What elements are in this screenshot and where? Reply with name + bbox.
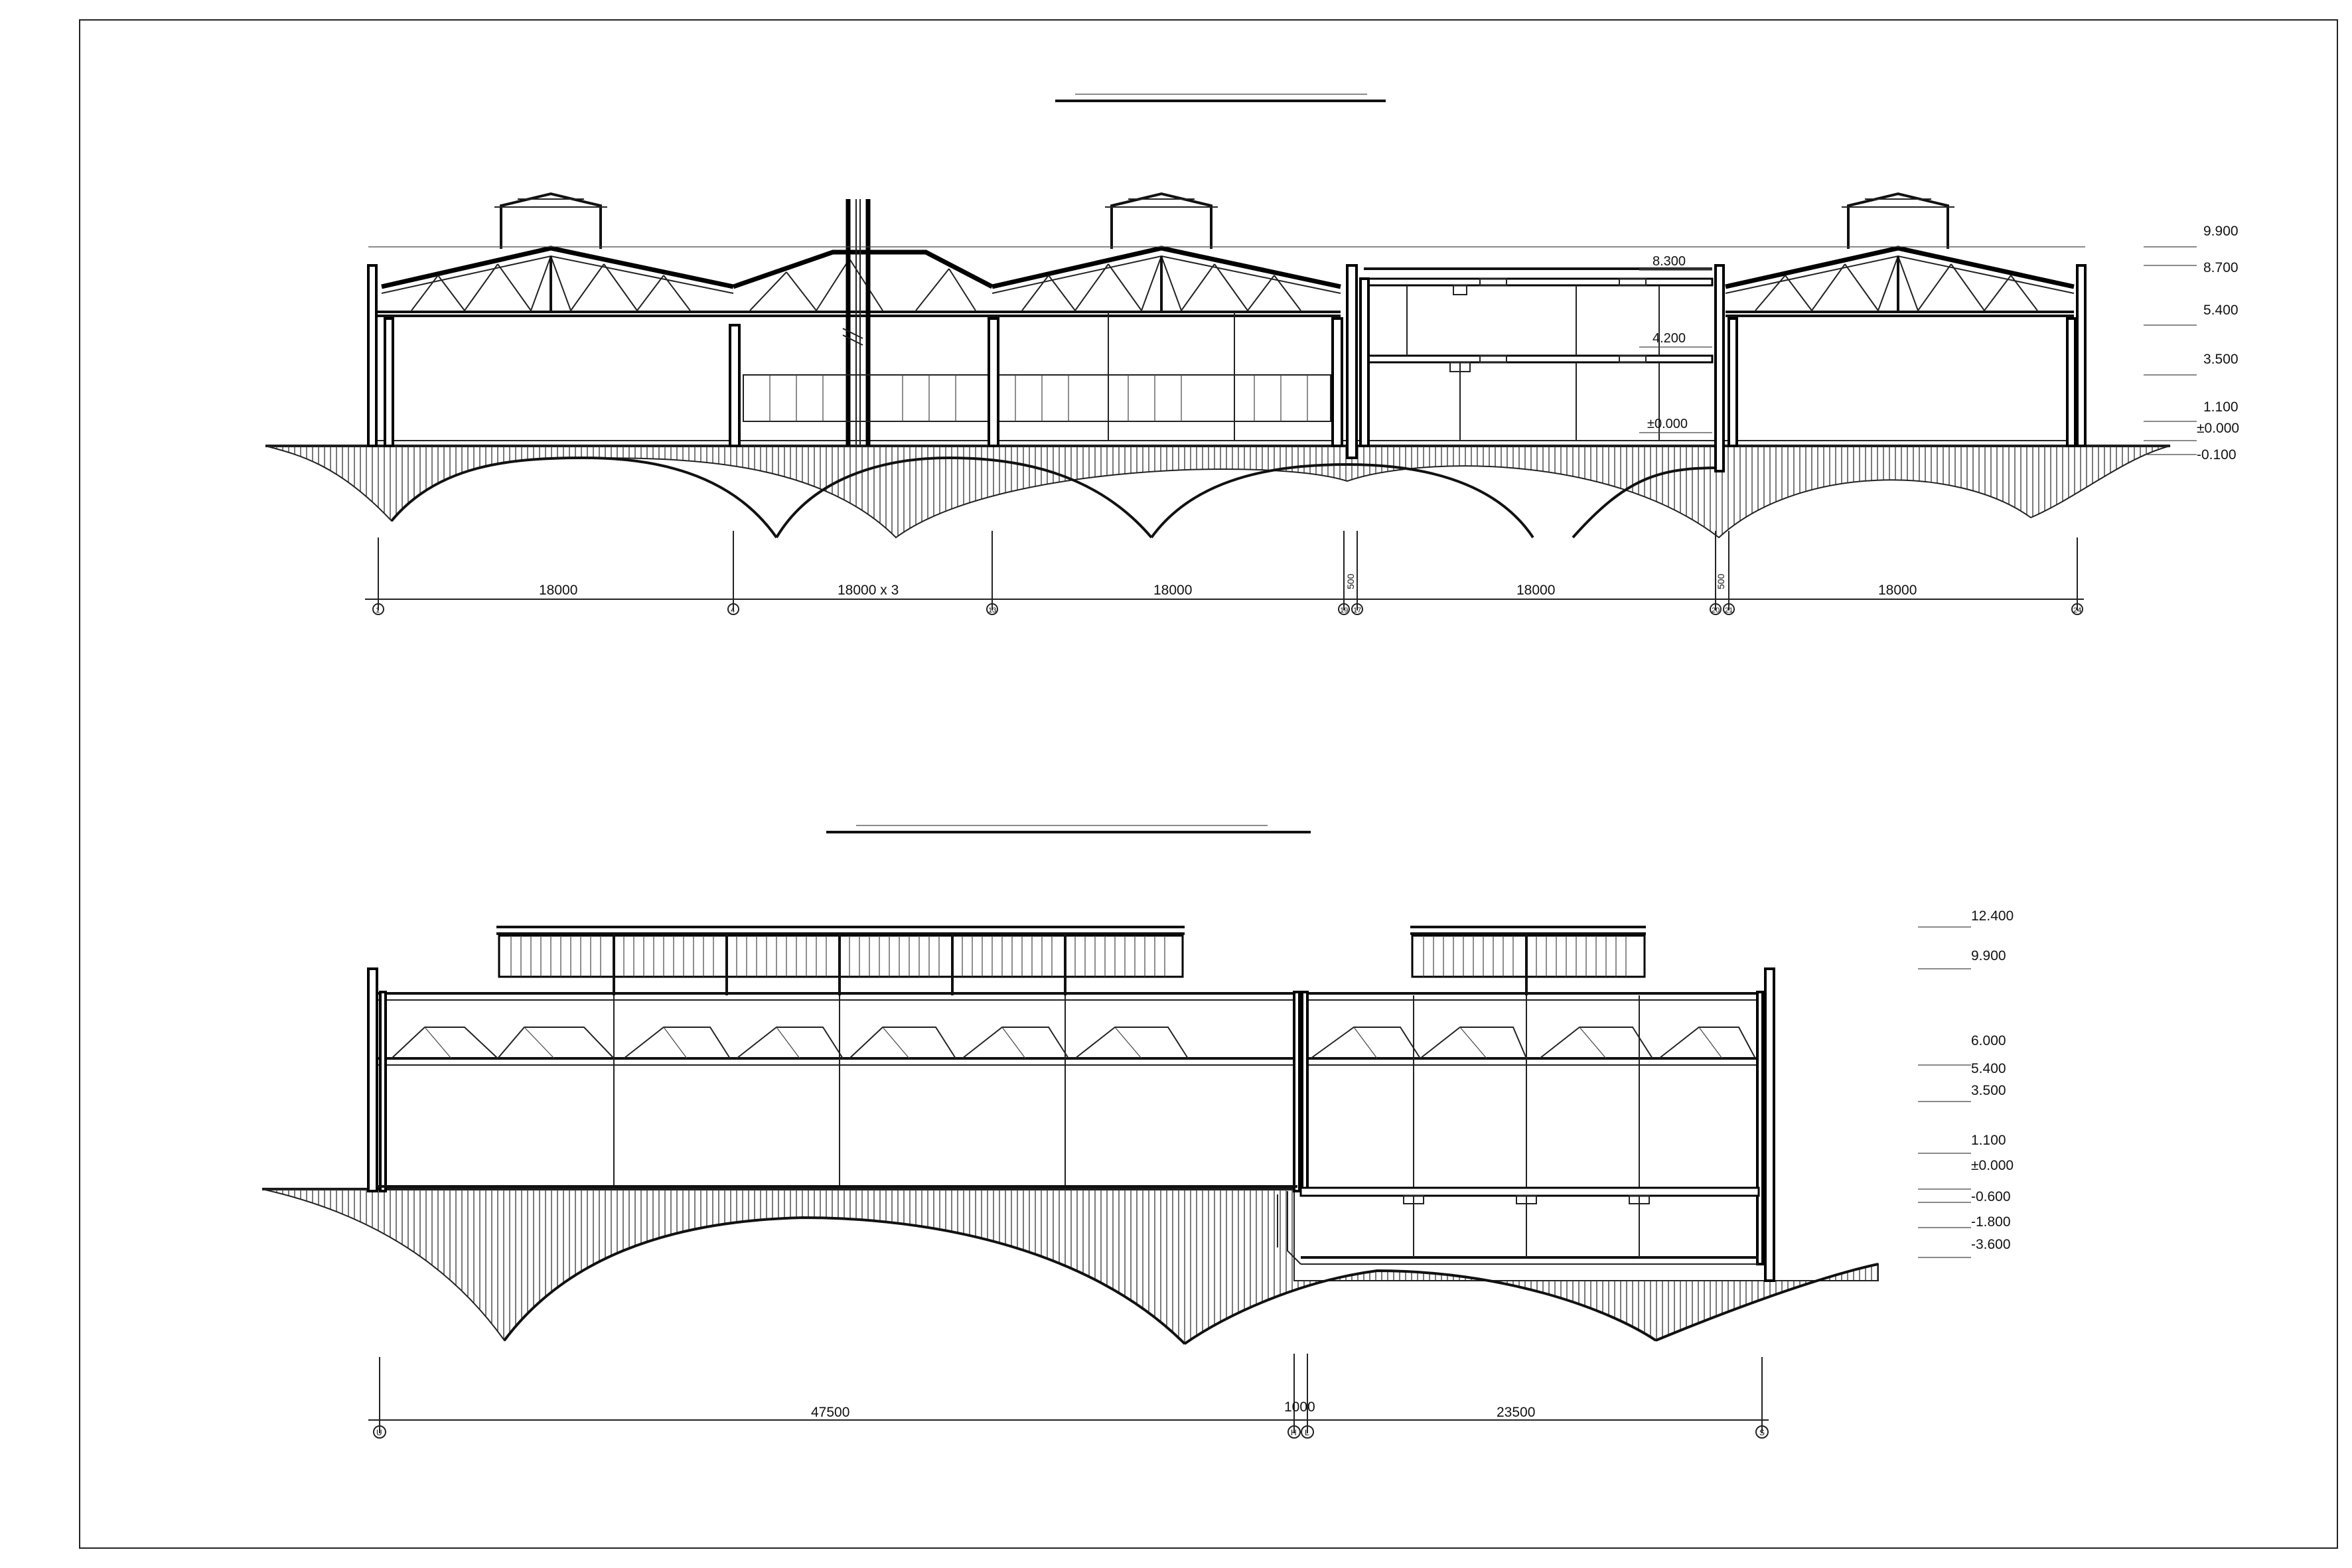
elevation-label: 8.700: [2203, 260, 2239, 275]
elevation-label: 5.400: [2203, 303, 2239, 318]
elevation-label: -0.600: [1971, 1189, 2011, 1204]
dimension-label: 47500: [811, 1405, 849, 1420]
axis-label: 4: [731, 606, 735, 614]
level-8300: 8.300: [1653, 254, 1686, 269]
dimension-label: 18000: [539, 583, 577, 598]
dimension-label: 18000: [1153, 583, 1192, 598]
axis-label: 21: [1725, 606, 1733, 614]
axis-bubbles-top: 1 4 13 19 17 20 21 24: [372, 603, 2083, 615]
elevation-markers-top: 9.900 8.700 5.400 3.500 1.100 ±0.000 -0.…: [2144, 224, 2239, 463]
elevation-label: 1.100: [2203, 399, 2239, 415]
elevation-label: ±0.000: [1971, 1158, 2014, 1173]
dimension-chain-bottom: 47500 1000 23500: [368, 1354, 1769, 1433]
elevation-label: ±0.000: [2197, 421, 2239, 436]
dimension-label: 1000: [1284, 1399, 1315, 1415]
glazing-band-top: [743, 374, 1331, 422]
dimension-label: 500: [1716, 573, 1726, 589]
elevation-label: 12.400: [1971, 908, 2014, 924]
two-storey-block: [1362, 267, 1714, 441]
elevation-label: 3.500: [1971, 1083, 2006, 1098]
dimension-label: 23500: [1497, 1405, 1535, 1420]
axis-label: L: [1305, 1428, 1309, 1437]
level-0000: ±0.000: [1647, 417, 1688, 431]
truss-bay-4: [1725, 192, 2075, 317]
axis-bubbles-bottom: U H L S: [373, 1425, 1769, 1439]
truss-bay-3: [992, 192, 1341, 441]
foundation-arches-top: [390, 457, 1720, 539]
axis-label: 24: [2073, 606, 2081, 614]
axis-label: 13: [988, 606, 996, 614]
dimension-label: 18000: [1878, 583, 1917, 598]
elevation-markers-bottom: 12.400 9.900 6.000 5.400 3.500 1.100 ±0.…: [1918, 908, 2014, 1258]
truss-bay-1: [370, 192, 734, 317]
elevation-label: 5.400: [1971, 1061, 2006, 1076]
dimension-label: 500: [1345, 573, 1356, 589]
elevation-label: -0.100: [2197, 447, 2237, 463]
axis-label: 1: [376, 606, 380, 614]
axis-label: S: [1759, 1428, 1765, 1437]
axis-label: H: [1291, 1428, 1297, 1437]
dimension-chain-top: 18000 18000 x 3 18000 18000 18000 500 50…: [365, 531, 2084, 610]
trusses-bottom: [391, 1027, 1756, 1059]
inline-levels-top: 8.300 4.200 ±0.000: [1639, 254, 1712, 433]
elevation-label: -3.600: [1971, 1237, 2011, 1252]
dimension-label: 18000: [1516, 583, 1555, 598]
roof-structure-bottom: [377, 926, 1759, 1066]
elevation-label: 9.900: [2203, 224, 2239, 239]
section-bottom: 12.400 9.900 6.000 5.400 3.500 1.100 ±0.…: [261, 825, 2014, 1439]
columns-top: [367, 264, 2087, 472]
level-4200: 4.200: [1653, 331, 1686, 346]
elevation-label: 1.100: [1971, 1133, 2006, 1148]
elevation-label: 9.900: [1971, 948, 2006, 963]
axis-label: 20: [1712, 606, 1720, 614]
section-top: 8.300 4.200 ±0.000 9.900 8.700 5.400 3.5…: [265, 94, 2239, 615]
elevation-label: -1.800: [1971, 1214, 2011, 1230]
dimension-label: 18000 x 3: [838, 583, 899, 598]
axis-label: U: [376, 1428, 382, 1437]
elevation-label: 3.500: [2203, 352, 2239, 367]
basement-bottom: [377, 1185, 1760, 1265]
foundation-arches-bottom: [503, 1216, 1879, 1345]
axis-label: 17: [1353, 606, 1361, 614]
elevation-label: 6.000: [1971, 1033, 2006, 1048]
truss-bay-2: [732, 199, 993, 446]
axis-label: 19: [1340, 606, 1348, 614]
drawing-frame: [79, 19, 2338, 1549]
